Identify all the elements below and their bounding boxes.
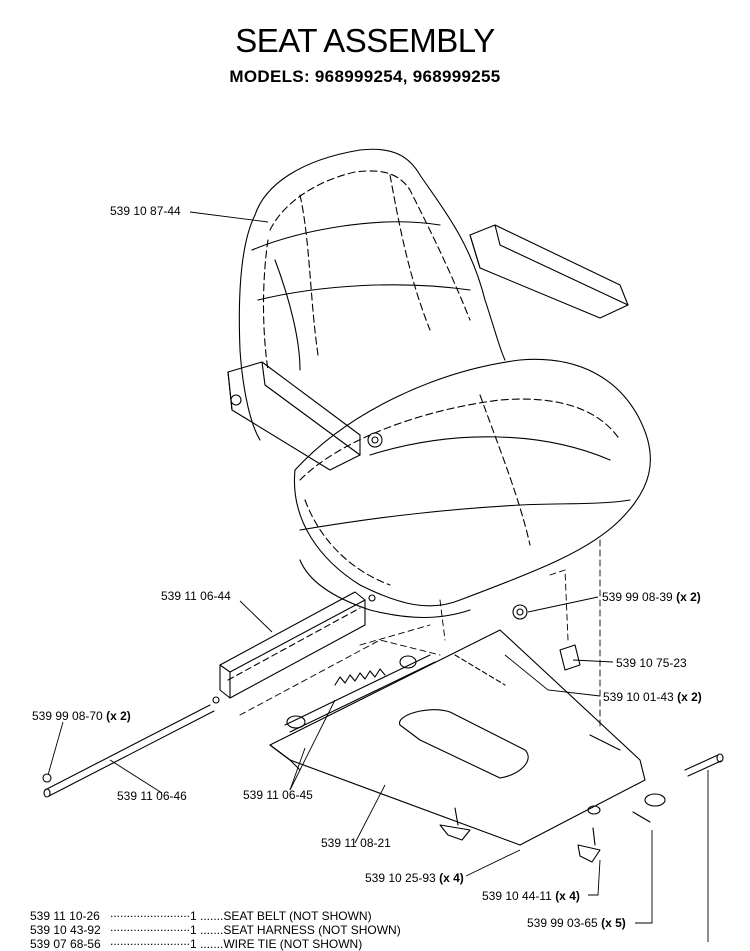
seat-mounting-plate [269, 629, 646, 846]
callout-nut: 539 99 08-39 (x 2) [602, 590, 701, 604]
callout-knob: 539 10 25-93 (x 4) [365, 871, 464, 885]
leader-lines [47, 211, 709, 942]
pivot-rod [42, 704, 215, 798]
parts-list-row: 539 07 68-56........................1...… [30, 934, 363, 951]
parts-list-row: 539 11 10-26........................1...… [30, 906, 372, 923]
callout-e-clip: 539 99 08-70 (x 2) [32, 709, 131, 723]
callout-seat: 539 10 87-44 [110, 204, 181, 218]
callout-pivot-rod: 539 11 06-46 [117, 789, 187, 803]
callout-mount-plate: 539 11 08-21 [321, 836, 391, 850]
callout-spring: 539 11 06-45 [243, 788, 313, 802]
seat-slide-rail [212, 591, 376, 704]
callout-washer: 539 10 44-11 (x 4) [482, 889, 580, 903]
models-subtitle: MODELS: 968999254, 968999255 [229, 67, 501, 86]
dashed-guides [239, 539, 601, 731]
left-armrest [227, 361, 383, 471]
hardware-parts [439, 604, 724, 863]
seat-back [238, 148, 506, 441]
callout-slide-rail: 539 11 06-44 [161, 589, 231, 603]
callout-pin: 539 99 03-65 (x 5) [527, 916, 626, 930]
callout-switch: 539 10 75-23 [616, 656, 687, 670]
spring-rod [284, 654, 436, 733]
callout-bolt: 539 10 01-43 (x 2) [603, 690, 702, 704]
right-armrest [469, 224, 629, 319]
page-title: SEAT ASSEMBLY [235, 22, 495, 59]
seat-cushion [293, 358, 651, 618]
parts-list-row: 539 10 43-92........................1...… [30, 920, 401, 937]
